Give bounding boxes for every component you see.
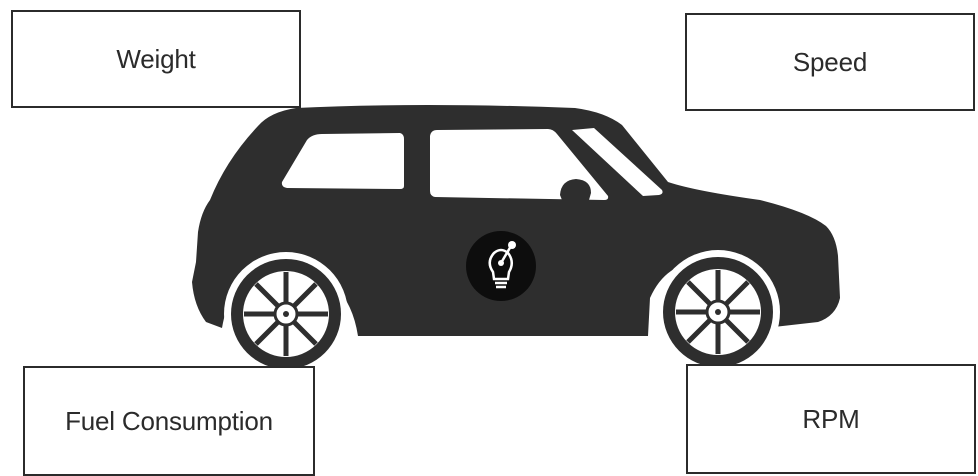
rpm-label-box: RPM xyxy=(686,364,976,474)
fuel-consumption-label: Fuel Consumption xyxy=(65,406,273,437)
speed-label-box: Speed xyxy=(685,13,975,111)
weight-label-box: Weight xyxy=(11,10,301,108)
front-wheel-icon xyxy=(656,250,780,374)
fuel-consumption-label-box: Fuel Consumption xyxy=(23,366,315,476)
rpm-label: RPM xyxy=(802,404,859,435)
speed-label: Speed xyxy=(793,47,867,78)
weight-label: Weight xyxy=(116,44,195,75)
lightbulb-gear-icon xyxy=(466,231,536,301)
rear-wheel-icon xyxy=(224,252,348,376)
